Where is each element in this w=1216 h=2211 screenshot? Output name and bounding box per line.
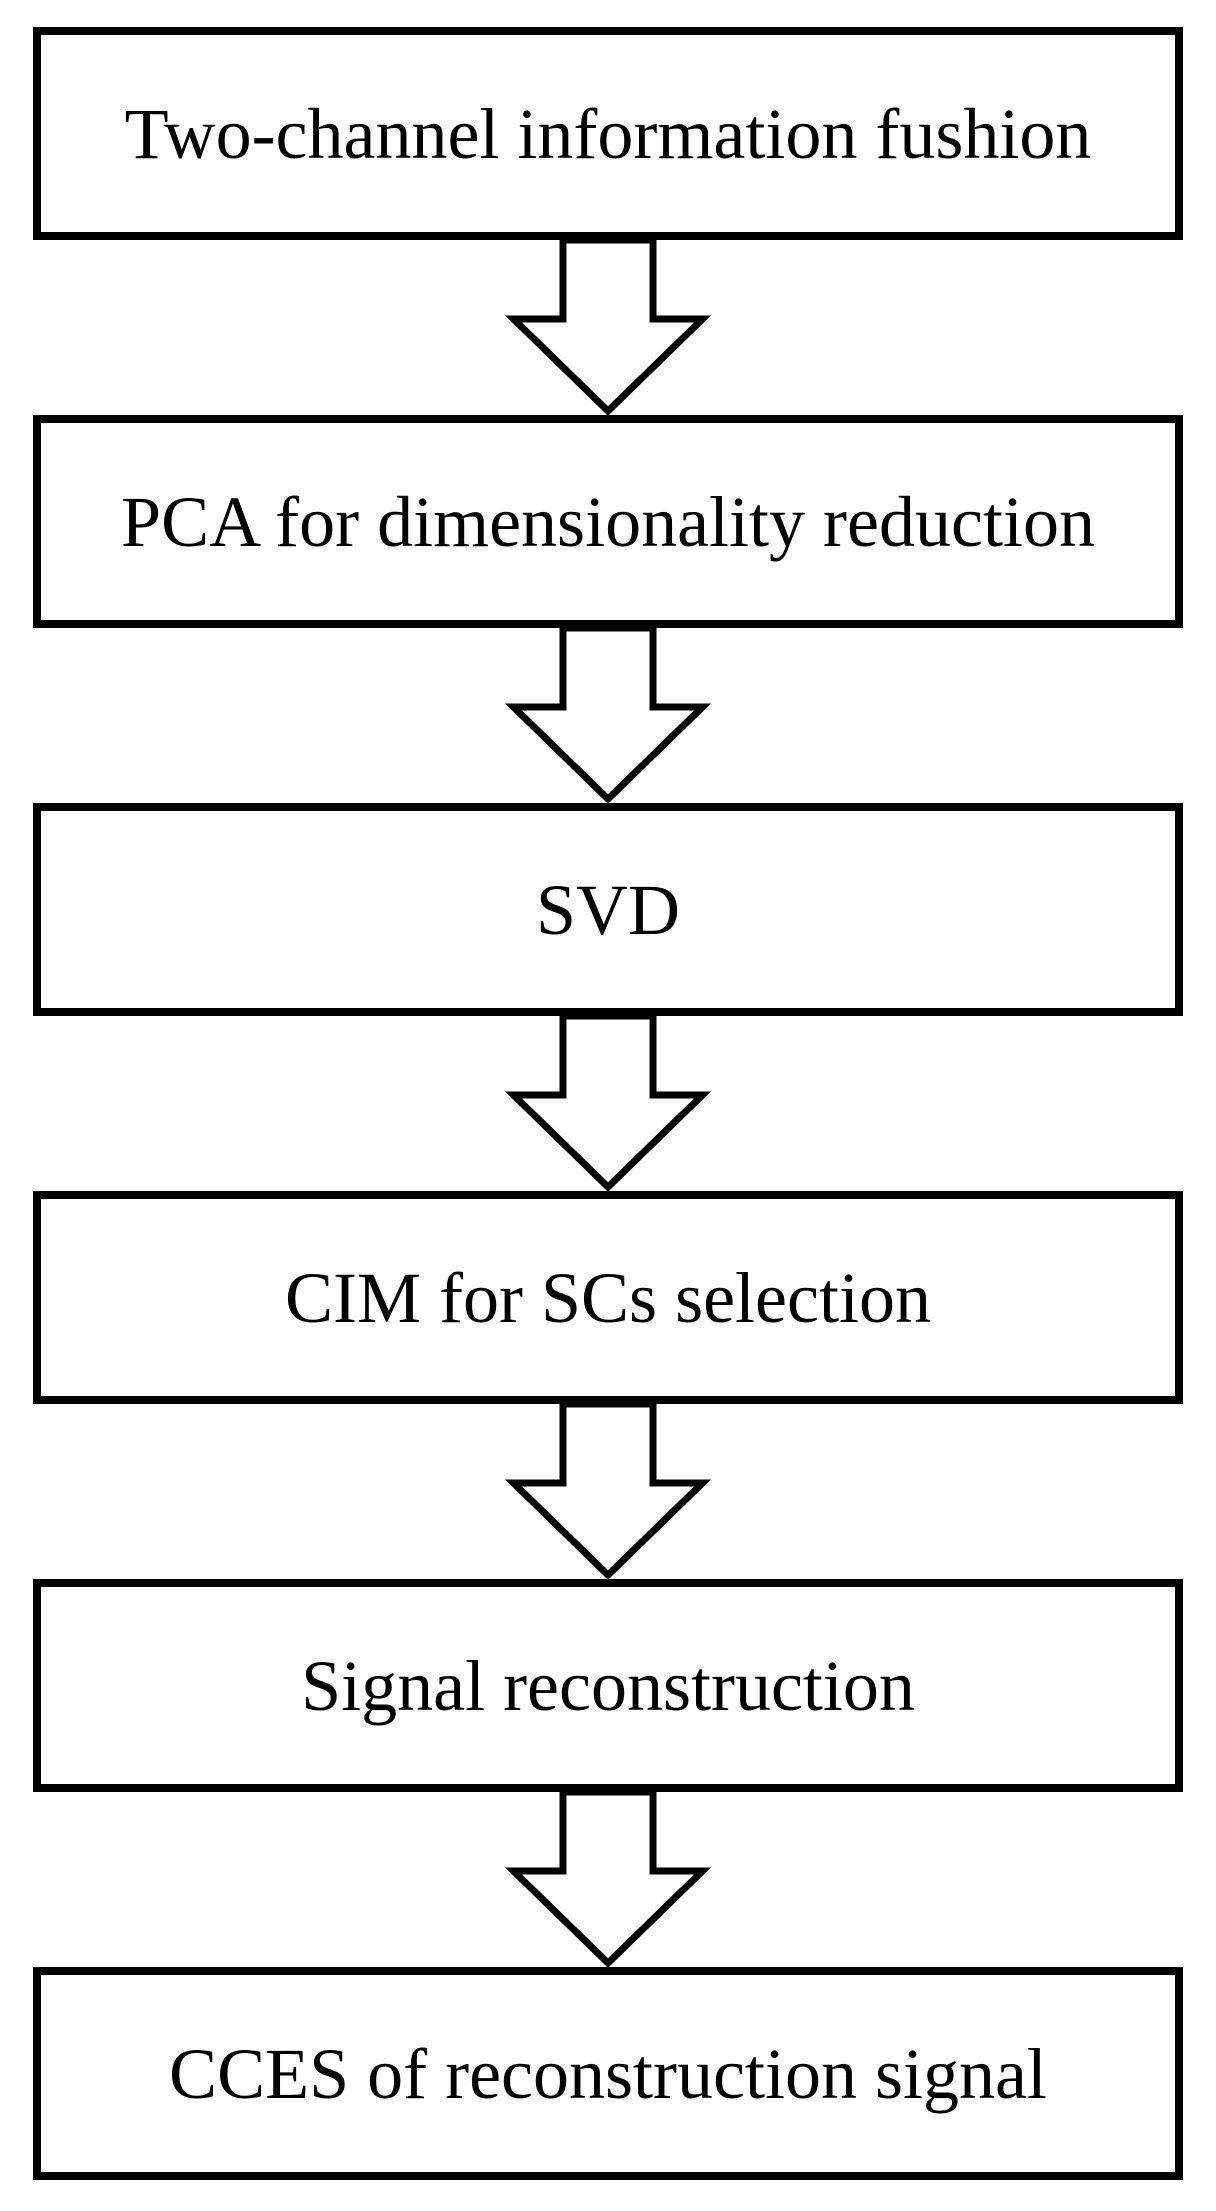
down-arrow-icon	[504, 1012, 712, 1192]
flowchart-step-1: Two-channel information fushion	[33, 27, 1183, 240]
connector-3	[33, 1012, 1183, 1192]
connector-1	[33, 236, 1183, 416]
step-5-label: Signal reconstruction	[301, 1645, 915, 1726]
step-2-label: PCA for dimensionality reduction	[121, 481, 1095, 562]
step-3-label: SVD	[535, 869, 681, 950]
flowchart-step-5: Signal reconstruction	[33, 1579, 1183, 1792]
step-1-label: Two-channel information fushion	[124, 93, 1092, 174]
flowchart-step-6: CCES of reconstruction signal	[33, 1967, 1183, 2180]
flowchart-step-2: PCA for dimensionality reduction	[33, 415, 1183, 628]
down-arrow-icon	[504, 1400, 712, 1580]
connector-4	[33, 1400, 1183, 1580]
step-6-label: CCES of reconstruction signal	[169, 2033, 1047, 2114]
down-arrow-icon	[504, 1788, 712, 1968]
connector-2	[33, 624, 1183, 804]
step-4-label: CIM for SCs selection	[285, 1257, 931, 1338]
flowchart-step-4: CIM for SCs selection	[33, 1191, 1183, 1404]
down-arrow-icon	[504, 236, 712, 416]
down-arrow-icon	[504, 624, 712, 804]
connector-5	[33, 1788, 1183, 1968]
flowchart-step-3: SVD	[33, 803, 1183, 1016]
